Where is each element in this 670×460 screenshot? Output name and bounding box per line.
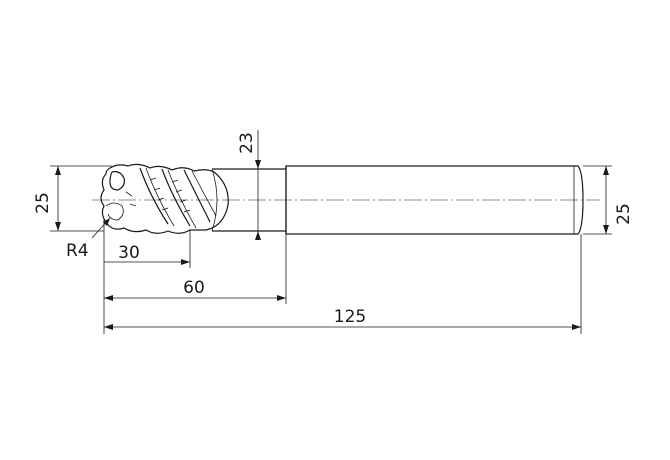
neck-diameter-label: 23 <box>237 132 257 154</box>
dim-cutting-diameter <box>50 165 112 232</box>
dim-neck-diameter <box>255 130 261 240</box>
corner-radius-label: R4 <box>66 241 89 261</box>
shank-diameter-label: 25 <box>614 203 634 225</box>
dim-shank-diameter <box>583 165 612 235</box>
shank <box>285 165 584 235</box>
cutting-diameter-label: 25 <box>33 192 53 214</box>
dim-neck-length <box>104 234 287 304</box>
neck-length-label: 60 <box>183 278 205 298</box>
cutting-head <box>100 163 229 234</box>
dim-corner-radius <box>91 217 111 239</box>
flute-length-label: 30 <box>118 243 140 263</box>
dim-flute-length <box>103 218 191 334</box>
neck <box>211 168 286 232</box>
dim-overall-length <box>104 234 582 334</box>
overall-length-label: 125 <box>334 307 366 327</box>
